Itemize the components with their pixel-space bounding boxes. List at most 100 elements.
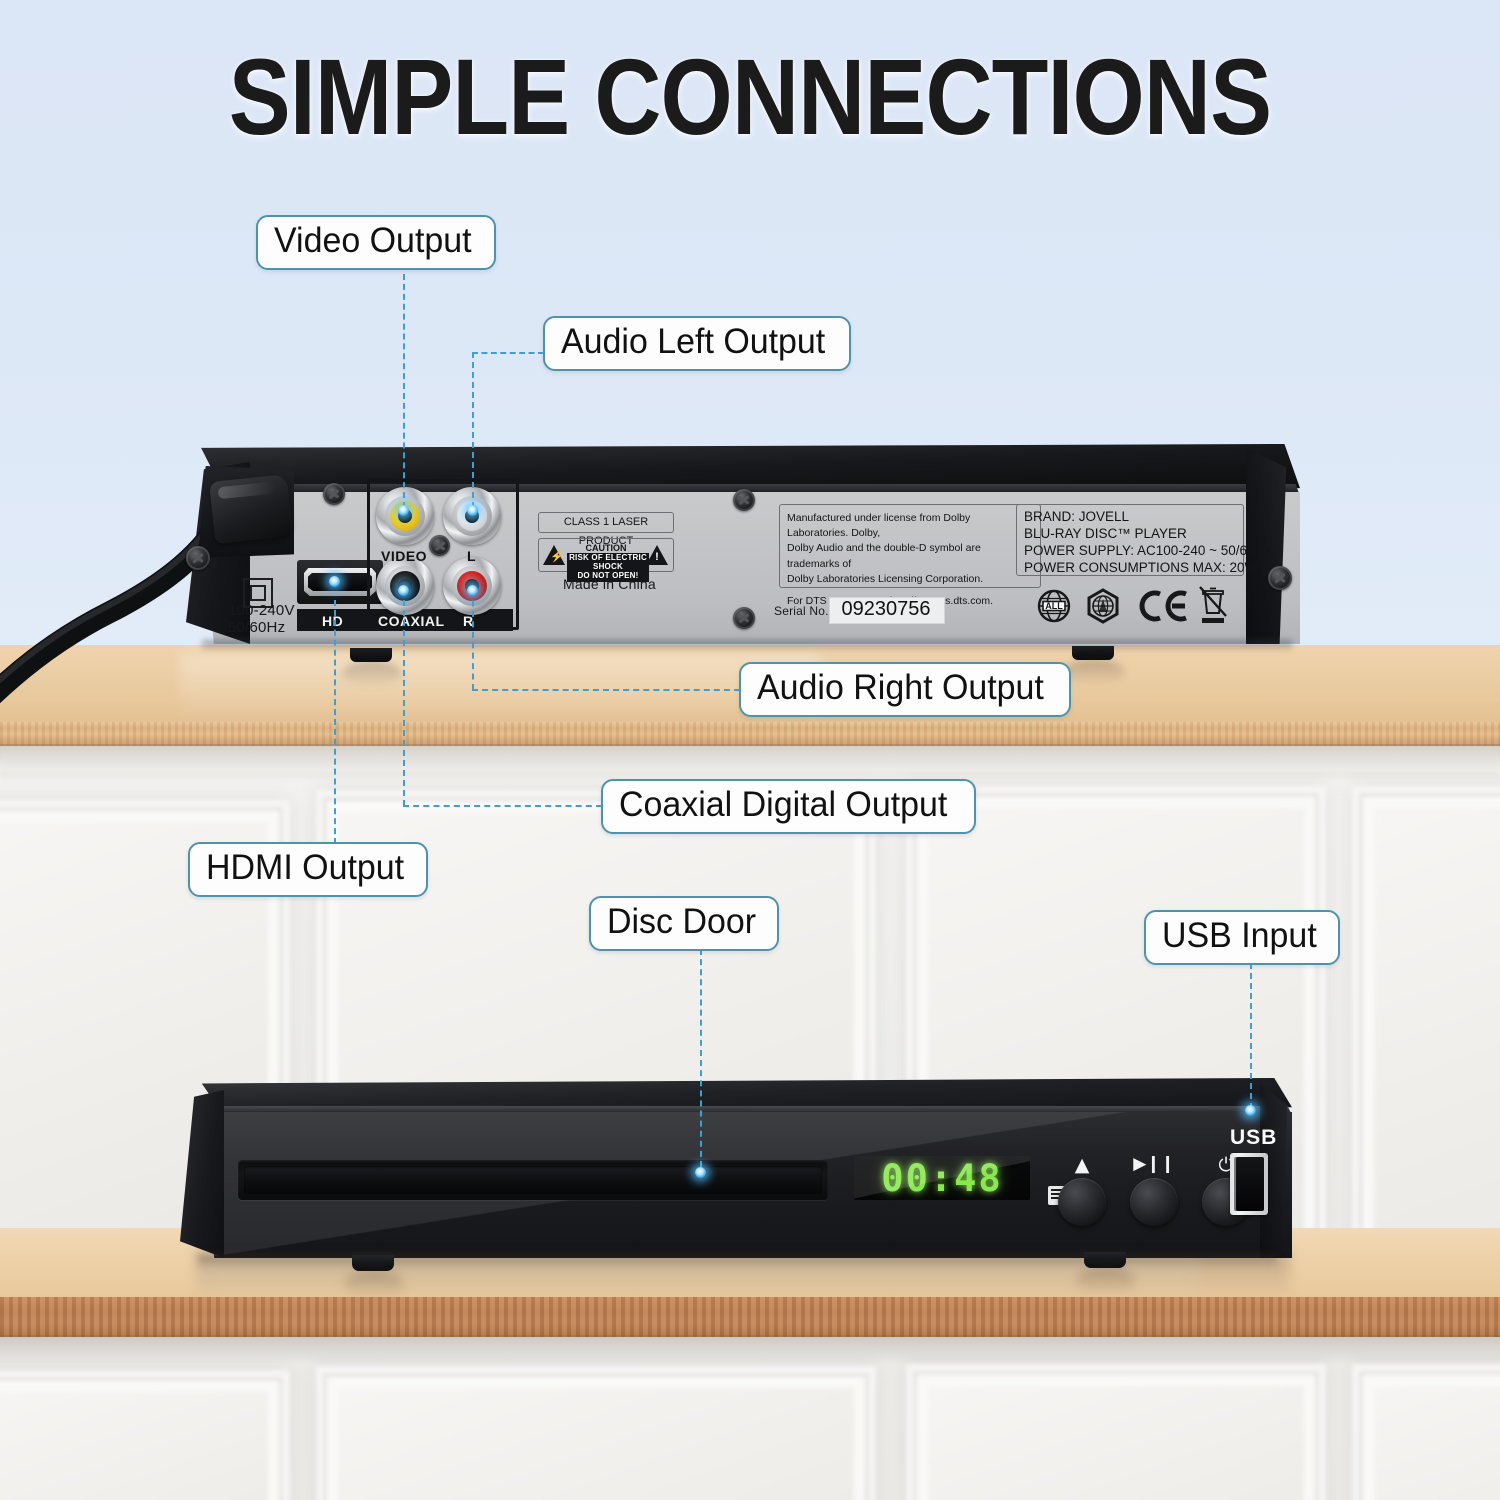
front-display: 00:48 <box>854 1156 1030 1200</box>
marker-audio-right-output <box>467 585 478 596</box>
callout-video-output[interactable]: Video Output <box>256 215 496 270</box>
ce-mark-icon <box>1138 588 1190 624</box>
rear-foot-right-reflection <box>1064 659 1124 685</box>
video-jack-label: VIDEO <box>381 548 428 564</box>
coaxial-port-label: COAXIAL <box>378 613 445 629</box>
leader-audio-right-vertical <box>472 590 474 690</box>
dolby-line-1: Manufactured under license from Dolby La… <box>787 512 971 540</box>
rear-foot-left-reflection <box>342 661 402 687</box>
caution-heading: CAUTION <box>585 543 627 553</box>
callout-audio-left-output[interactable]: Audio Left Output <box>543 316 852 371</box>
callout-audio-left-output-label: Audio Left Output <box>561 322 826 361</box>
marker-hdmi-output <box>329 576 340 587</box>
callout-disc-door[interactable]: Disc Door <box>589 896 779 951</box>
front-panel-unit: 00:48 ▲ ▶❙❙ ⏻ <box>168 1078 1306 1268</box>
rear-voltage-value: 100-240V <box>228 602 295 619</box>
upper-shelf-shadow <box>0 744 1500 770</box>
caution-line-1: RISK OF ELECTRIC SHOCK <box>569 553 647 572</box>
callout-coaxial-digital-output[interactable]: Coaxial Digital Output <box>601 779 976 834</box>
lower-shelf-shadow <box>0 1335 1500 1365</box>
bluray-region-globe-icon <box>1085 588 1121 624</box>
disc-door[interactable] <box>244 1166 822 1194</box>
svg-text:ALL: ALL <box>1045 601 1063 611</box>
leader-hdmi-output <box>334 600 336 844</box>
leader-audio-right-horizontal <box>472 689 740 691</box>
cabinet-panel-lower-right <box>906 1364 1326 1500</box>
rear-screw-right <box>1268 566 1292 590</box>
serial-label: Serial No.: <box>774 604 833 618</box>
serial-number: 09230756 <box>841 598 931 620</box>
cabinet-panel-lower-far-right <box>1352 1364 1500 1500</box>
laser-class-box: CLASS 1 LASER PRODUCT <box>538 512 674 547</box>
rear-foot-left <box>350 648 392 662</box>
leader-coaxial-horizontal <box>403 805 602 807</box>
callout-audio-right-output[interactable]: Audio Right Output <box>739 662 1071 717</box>
video-output-jack[interactable] <box>376 487 434 545</box>
page-title: SIMPLE CONNECTIONS <box>228 36 1272 157</box>
play-pause-button[interactable] <box>1130 1178 1178 1226</box>
cabinet-panel-lower-center <box>316 1366 876 1500</box>
lower-shelf-edge <box>0 1297 1500 1337</box>
weee-bin-icon <box>1196 586 1230 626</box>
leader-audio-left-vertical <box>472 352 474 508</box>
leader-video-output <box>403 274 405 508</box>
caution-box: ⚡ ! CAUTION RISK OF ELECTRIC SHOCK DO NO… <box>538 538 674 583</box>
power-plug-connector <box>208 474 294 544</box>
front-foot-right-reflection <box>1076 1267 1136 1295</box>
av-jack-cluster <box>367 479 519 630</box>
region-all-globe-icon: ALL <box>1036 588 1072 624</box>
class-ii-symbol-icon <box>243 578 273 608</box>
display-time-value: 00:48 <box>854 1156 1030 1200</box>
marker-audio-left-output <box>467 505 478 516</box>
spec-product: BLU-RAY DISC™ PLAYER <box>1024 526 1187 541</box>
eject-button[interactable] <box>1058 1178 1106 1226</box>
marker-disc-door <box>695 1167 706 1178</box>
rear-screw-ac <box>186 546 210 570</box>
callout-video-output-label: Video Output <box>274 221 472 260</box>
spec-power-supply: POWER SUPPLY: AC100-240 ~ 50/60Hz <box>1024 543 1272 558</box>
right-port-label: R <box>463 613 474 629</box>
spec-power-consumption: POWER CONSUMPTIONS MAX: 20W <box>1024 560 1258 575</box>
spec-plate-box <box>1016 504 1244 576</box>
callout-usb-input-label: USB Input <box>1162 916 1317 955</box>
cabinet-rail-top <box>0 744 1500 778</box>
dolby-line-2: Dolby Audio and the double-D symbol are … <box>787 542 981 570</box>
leader-usb-input <box>1250 963 1252 1109</box>
callout-usb-input[interactable]: USB Input <box>1144 910 1340 965</box>
marker-video-output <box>398 505 409 516</box>
play-pause-icon: ▶❙❙ <box>1133 1154 1175 1174</box>
caution-strip: RISK OF ELECTRIC SHOCK DO NOT OPEN! <box>567 553 649 583</box>
marker-coaxial-digital-output <box>398 585 409 596</box>
caution-line-2: DO NOT OPEN! <box>577 571 639 581</box>
cabinet-panel-far-right <box>1352 786 1500 1286</box>
callout-hdmi-output[interactable]: HDMI Output <box>188 842 429 897</box>
warning-triangle-right-icon: ! <box>646 545 668 565</box>
front-foot-right <box>1084 1252 1126 1268</box>
rear-screw-left <box>323 483 345 505</box>
dolby-line-3: Dolby Laboratories Licensing Corporation… <box>787 572 984 585</box>
callout-audio-right-output-label: Audio Right Output <box>757 668 1044 707</box>
eject-icon: ▲ <box>1074 1154 1090 1176</box>
front-bottom-shadow <box>198 1254 1276 1268</box>
marker-usb-input <box>1245 1105 1256 1116</box>
callout-coaxial-digital-output-label: Coaxial Digital Output <box>619 785 948 824</box>
power-icon: ⏻ <box>1218 1154 1234 1176</box>
upper-shelf-edge <box>0 722 1500 746</box>
rear-right-end-cap <box>1246 448 1287 644</box>
left-jack-label: L <box>467 548 477 564</box>
rear-bottom-shadow <box>202 640 1292 652</box>
leader-audio-left-horizontal <box>472 352 544 354</box>
rear-voltage-text: 100-240V 50/60Hz <box>228 602 295 637</box>
rear-screw-center-low <box>733 607 755 629</box>
hdmi-port-label: HD <box>322 613 344 629</box>
rear-screw-jack-center <box>429 535 450 556</box>
rear-frequency-value: 50/60Hz <box>228 619 286 637</box>
rear-foot-right <box>1072 646 1114 660</box>
front-top-lip <box>208 1106 1292 1115</box>
usb-port[interactable] <box>1230 1153 1268 1215</box>
warning-triangle-left-icon: ⚡ <box>543 545 565 565</box>
front-foot-left-reflection <box>344 1270 404 1298</box>
leader-coaxial-vertical <box>403 590 405 806</box>
hdmi-port[interactable] <box>304 568 376 596</box>
